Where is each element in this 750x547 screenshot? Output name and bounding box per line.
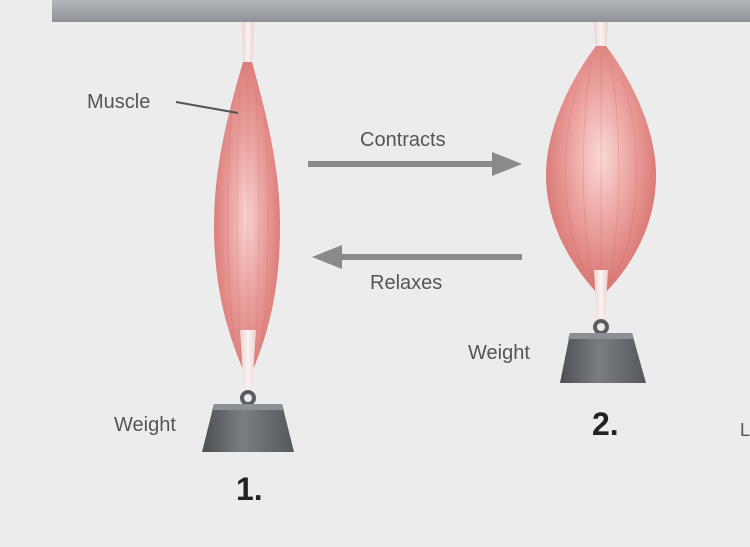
contracts-arrow (308, 152, 522, 176)
muscle-2-bottom-tendon (594, 270, 608, 322)
support-bar (52, 0, 750, 22)
muscle-1-bottom-tendon (240, 330, 256, 392)
weight-1-label: Weight (114, 414, 176, 436)
muscle-2-belly (546, 46, 656, 292)
edge-letter: L (740, 420, 750, 440)
state-2-number: 2. (592, 406, 619, 442)
state-1-number: 1. (236, 471, 263, 507)
weight-2-label: Weight (468, 342, 530, 364)
contracts-label: Contracts (360, 129, 446, 151)
muscle-label: Muscle (87, 91, 150, 113)
muscle-2-fibers (564, 55, 638, 288)
weight-1-icon (202, 390, 294, 452)
muscle-pointer-line (175, 101, 239, 114)
muscle-2-group (546, 22, 656, 383)
muscle-1-group (202, 22, 294, 452)
weight-2-icon (560, 319, 646, 383)
relaxes-label: Relaxes (370, 272, 442, 294)
muscle-1-belly (214, 62, 280, 372)
relaxes-arrow (312, 245, 522, 269)
